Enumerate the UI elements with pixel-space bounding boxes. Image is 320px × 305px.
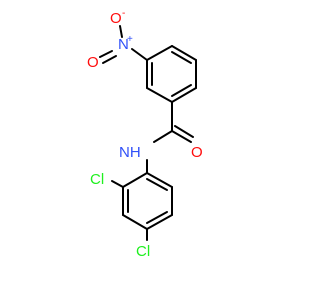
atom-nitro-o-top: O [110,10,122,27]
bond-carbonyl-o-b [174,125,194,138]
bond-ring1-c4-c5-inner [171,51,192,64]
bond-ring2-c6-c1 [146,172,173,188]
atom-cl-para: Cl [136,243,150,260]
bond-ring1-c3-c4 [146,45,173,61]
atom-nitro-n: N [118,36,129,53]
bond-ring2-c1-c2 [122,172,148,188]
bond-c2-cl [111,180,124,188]
bond-ring2-c4-c5-inner [146,211,168,224]
bond-n-o-top [119,25,123,38]
atom-nitro-o-left: O [87,54,99,71]
bond-n-c3 [131,48,148,61]
bond-carbonyl-n [153,130,173,143]
structure-canvas: N + O - O NH O Cl Cl [87,8,203,260]
bond-ring2-c3-c4 [122,214,148,230]
bond-ring2-c6-c1-inner [146,178,168,191]
charge-nitro-o-top: - [122,8,125,19]
bond-ring1-c4-c5 [171,45,197,61]
bond-ring1-c6-c1 [171,87,197,103]
bond-n-o-left-b [102,55,117,64]
molecule-structure: N + O - O NH O Cl Cl [87,8,203,260]
atom-carbonyl-o: O [191,144,203,161]
bond-carbonyl-o-a [171,130,192,143]
bond-ring2-c4-c5 [146,214,173,230]
bond-ring1-c1-c2 [146,87,173,103]
bond-ring1-c6-c1-inner [171,84,192,97]
charge-nitro-n: + [127,34,133,45]
bond-n-o-left-a [99,50,113,58]
atom-cl-ortho: Cl [90,171,104,188]
atom-amide-nh: NH [119,144,141,161]
bonds [99,25,197,241]
atom-labels: N + O - O NH O Cl Cl [87,8,203,260]
